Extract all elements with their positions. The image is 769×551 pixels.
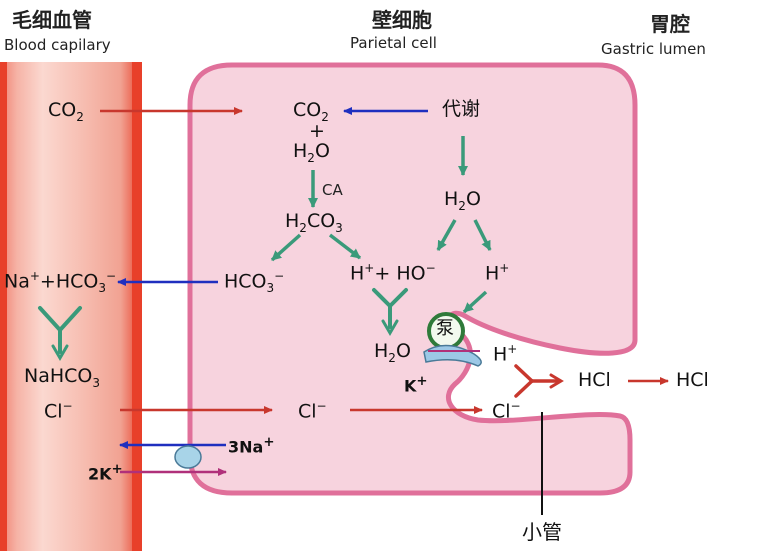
canaliculus-label: 小管 — [522, 520, 562, 544]
combine-mark-hcl — [514, 364, 564, 398]
header-lumen-cn: 胃腔 — [650, 12, 690, 36]
cell-h2o-3: H2O — [374, 340, 411, 365]
capillary-wall-left — [0, 62, 7, 551]
arrow-h2o-h — [473, 219, 492, 251]
metabolism-label: 代谢 — [442, 98, 481, 120]
k2-label: 2K+ — [88, 462, 123, 484]
cell-plus: + — [309, 120, 325, 142]
parietal-cell-membrane — [187, 62, 638, 496]
cell-h-plus-2: H+ — [485, 261, 510, 285]
arrow-h2co3-h — [328, 233, 362, 260]
hcl-1: HCl — [578, 369, 611, 391]
arrow-h2o-ho — [436, 219, 457, 251]
header-lumen-en: Gastric lumen — [601, 40, 706, 58]
na-k-pump — [174, 445, 202, 469]
cell-co2: CO2 — [293, 99, 329, 124]
cell-h-plus-3: H+ — [493, 342, 518, 366]
k-plus-label: K+ — [404, 374, 428, 396]
cell-h2o-2: H2O — [444, 188, 481, 213]
combine-mark-capillary — [38, 306, 82, 361]
carbonic-anhydrase-label: CA — [322, 181, 343, 199]
capillary-nahco3: NaHCO3 — [24, 365, 101, 390]
header-capillary-en: Blood capilary — [4, 36, 111, 54]
cell-h-plus-ho: H++ HO− — [350, 261, 436, 285]
header-capillary-cn: 毛细血管 — [12, 8, 92, 32]
arrow-h-pump — [462, 290, 488, 314]
hcl-2: HCl — [676, 369, 709, 391]
cell-cl-2: Cl− — [492, 399, 521, 423]
cell-h2co3: H2CO3 — [285, 210, 343, 235]
cell-h2o: H2O — [293, 140, 330, 165]
capillary-wall-right — [132, 62, 142, 551]
header-parietal-en: Parietal cell — [350, 34, 437, 52]
header-parietal-cn: 壁细胞 — [372, 8, 432, 32]
capillary-co2: CO2 — [48, 99, 84, 124]
na3-label: 3Na+ — [228, 435, 275, 457]
capillary-cl: Cl− — [44, 399, 73, 423]
arrow-h2co3-hco3 — [270, 233, 302, 262]
pump-label: 泵 — [436, 318, 454, 339]
cell-cl: Cl− — [298, 399, 327, 423]
capillary-na-hco3: Na++HCO3− — [4, 269, 117, 296]
combine-mark-cell — [372, 288, 408, 336]
capillary-body — [0, 62, 142, 551]
cell-hco3: HCO3− — [224, 269, 285, 296]
